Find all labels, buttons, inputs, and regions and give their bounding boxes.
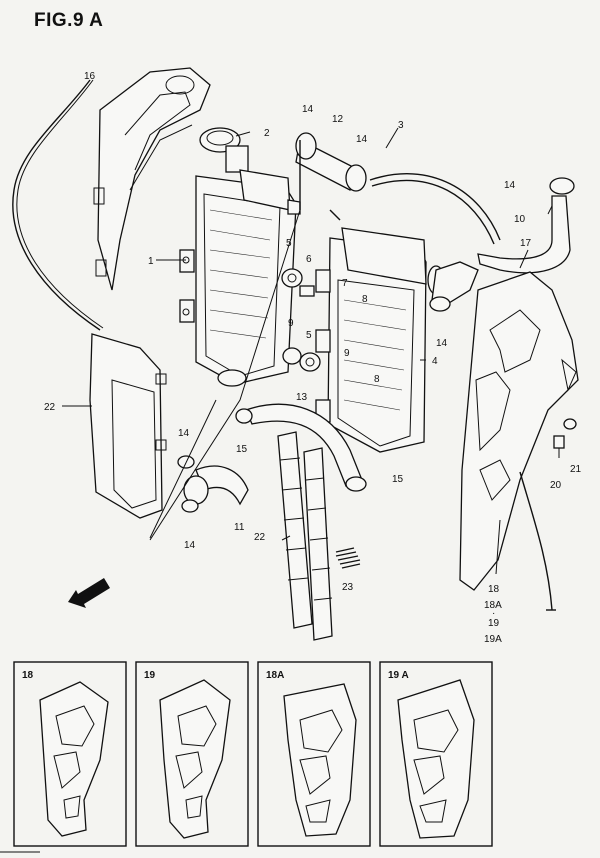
variant-panel-label-19: 19 xyxy=(144,670,156,681)
callout-8-lower: 8 xyxy=(374,374,380,385)
callout-13: 13 xyxy=(296,392,308,403)
callout-15-left: 15 xyxy=(236,444,248,455)
callout-9-upper: 9 xyxy=(288,318,294,329)
part-2-radiator-cap xyxy=(199,127,249,173)
callout-7: 7 xyxy=(342,278,348,289)
fwd-arrow: FWD xyxy=(68,578,110,608)
variant-panel-18a: 18A xyxy=(257,661,371,847)
callout-4: 4 xyxy=(432,356,438,367)
variant-panels: 18 19 18A 19 A xyxy=(13,661,493,847)
callout-18a: 18A xyxy=(484,600,502,611)
callout-5-upper: 5 xyxy=(286,238,292,249)
part-23-spring xyxy=(335,547,361,569)
callout-23: 23 xyxy=(342,582,354,593)
callout-14-top-a: 14 xyxy=(302,104,314,115)
variant-panel-19: 19 xyxy=(135,661,249,847)
callout-dot: · xyxy=(492,608,495,619)
callout-18: 18 xyxy=(488,584,500,595)
callout-16: 16 xyxy=(84,71,96,82)
variant-panel-label-18: 18 xyxy=(22,670,34,681)
callout-14-right: 14 xyxy=(504,180,516,191)
parts-20-21-screw-washer xyxy=(553,418,577,458)
callout-8-upper: 8 xyxy=(362,294,368,305)
variant-panel-18: 18 xyxy=(13,661,127,847)
right-hoses xyxy=(429,177,575,312)
callout-22-grille: 22 xyxy=(254,532,266,543)
left-shroud-upper xyxy=(93,67,211,291)
callout-9-lower: 9 xyxy=(344,348,350,359)
callout-1: 1 xyxy=(148,256,154,267)
part-16-overflow-hose xyxy=(12,79,104,331)
leader-lines xyxy=(62,127,553,575)
callout-labels: 16 2 14 12 14 3 14 10 17 1 5 6 7 8 9 5 9… xyxy=(44,71,582,645)
callout-14-top-b: 14 xyxy=(356,134,368,145)
callout-10: 10 xyxy=(514,214,526,225)
part-22-radiator-grille xyxy=(277,431,333,641)
callout-15-right: 15 xyxy=(392,474,404,485)
variant-panel-label-18a: 18A xyxy=(266,670,284,681)
part-22-lower-shroud xyxy=(89,333,167,519)
upper-hoses xyxy=(295,132,501,245)
figure-title: FIG.9 A xyxy=(34,10,104,31)
part-1-left-radiator xyxy=(179,169,301,387)
callout-2: 2 xyxy=(264,128,270,139)
callout-14-lower-left: 14 xyxy=(178,428,190,439)
part-4-right-radiator xyxy=(315,227,445,453)
callout-19: 19 xyxy=(488,618,500,629)
callout-21: 21 xyxy=(570,464,582,475)
callout-3: 3 xyxy=(398,120,404,131)
callout-14-bottom: 14 xyxy=(184,540,196,551)
callout-6: 6 xyxy=(306,254,312,265)
callout-11: 11 xyxy=(234,522,245,533)
variant-panel-label-19a: 19 A xyxy=(388,670,409,681)
callout-17: 17 xyxy=(520,238,532,249)
callout-20: 20 xyxy=(550,480,562,491)
callout-12: 12 xyxy=(332,114,344,125)
part-18-right-shroud xyxy=(459,271,579,611)
fwd-label: FWD xyxy=(78,582,103,603)
callout-22-shroud: 22 xyxy=(44,402,56,413)
callout-5-lower: 5 xyxy=(306,330,312,341)
variant-panel-19a: 19 A xyxy=(379,661,493,847)
callout-19a: 19A xyxy=(484,634,502,645)
callout-14-mid-right: 14 xyxy=(436,338,448,349)
